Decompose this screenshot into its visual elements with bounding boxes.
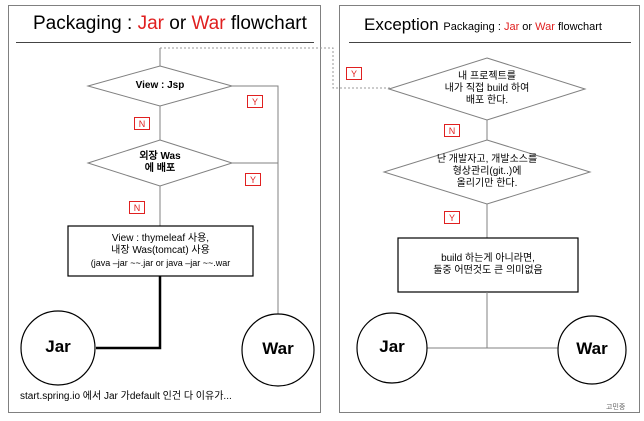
embedded-was-box-label: View : thymeleaf 사용, 내장 Was(tomcat) 사용 (… — [68, 233, 253, 269]
decision-own-build-label: 내 프로젝트를 내가 직접 build 하여 배포 한다. — [422, 71, 552, 107]
right-title-underline — [349, 42, 631, 43]
right-panel-title: Exception Packaging : Jar or War flowcha… — [364, 15, 602, 35]
jar-label: Jar — [45, 337, 71, 356]
r-box-line2: 둘중 어떤것도 큰 의미없음 — [433, 265, 543, 276]
connector-box-to-jar — [96, 276, 162, 350]
dashed-link-between-panels — [160, 47, 416, 89]
box-line1: View : thymeleaf 사용, — [111, 233, 210, 244]
title-prefix: Packaging : — [33, 13, 138, 34]
subtitle-suffix: flowchart — [554, 21, 602, 33]
r-decision2-line1: 난 개발자고, 개발소스를 — [436, 154, 538, 165]
subtitle-jar: Jar — [503, 21, 520, 33]
no-build-box — [397, 237, 579, 293]
connector-decision1-yes-to-war — [232, 85, 279, 320]
right-war-circle — [557, 315, 627, 385]
r-decision1-line3: 배포 한다. — [465, 95, 509, 106]
subtitle-or: or — [519, 21, 536, 33]
right-war-label: War — [576, 339, 608, 358]
left-n-tag-2: N — [129, 201, 145, 214]
left-footer-note: start.spring.io 에서 Jar 가default 인건 다 이유가… — [20, 391, 232, 402]
r-decision2-line2: 형상관리(git..)에 — [452, 166, 522, 177]
right-jar-label: Jar — [379, 337, 405, 356]
war-label: War — [262, 339, 294, 358]
corner-mark: 고민중 — [606, 404, 626, 411]
box-line3: (java –jar ~~.jar or java –jar ~~.war — [90, 258, 231, 268]
decision-view-jsp-label: View : Jsp — [135, 80, 185, 91]
left-panel-title: Packaging : Jar or War flowchart — [33, 13, 307, 35]
decision-developer-git-label: 난 개발자고, 개발소스를 형상관리(git..)에 올리기만 한다. — [417, 154, 557, 190]
left-n-tag-1: N — [134, 117, 150, 130]
no-build-box-label: build 하는게 아니라면, 둘중 어떤것도 큰 의미없음 — [398, 253, 578, 277]
r-decision1-line1: 내 프로젝트를 — [458, 71, 516, 82]
right-y-link-tag: Y — [346, 67, 362, 80]
subtitle-prefix: Packaging : — [443, 21, 504, 33]
decision2-line1: 외장 Was — [139, 151, 181, 162]
decision-external-was-label: 외장 Was 에 배포 — [110, 151, 210, 175]
r-box-line1: build 하는게 아니라면, — [441, 253, 535, 264]
title-jar: Jar — [137, 13, 164, 34]
box-line2: 내장 Was(tomcat) 사용 — [111, 245, 210, 256]
title-or: or — [163, 13, 192, 34]
subtitle-war: War — [535, 21, 555, 33]
left-y-tag-1: Y — [247, 95, 263, 108]
right-subtitle: Packaging : Jar or War flowchart — [443, 21, 602, 33]
r-decision1-line2: 내가 직접 build 하여 — [444, 83, 530, 94]
exception-title: Exception — [364, 15, 439, 34]
r-decision2-line3: 올리기만 한다. — [456, 178, 518, 189]
right-n-tag-1: N — [444, 124, 460, 137]
left-title-underline — [16, 42, 314, 43]
title-suffix: flowchart — [225, 13, 307, 34]
right-y-tag-1: Y — [444, 211, 460, 224]
war-circle — [241, 313, 315, 387]
decision2-line2: 에 배포 — [144, 163, 176, 174]
jar-circle — [20, 310, 96, 386]
title-war: War — [191, 13, 226, 34]
right-jar-circle — [356, 312, 428, 384]
left-y-tag-2: Y — [245, 173, 261, 186]
